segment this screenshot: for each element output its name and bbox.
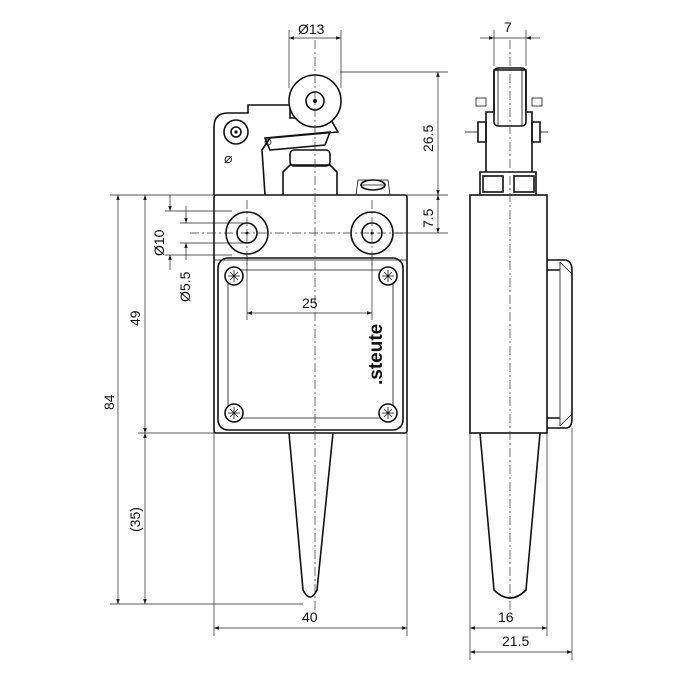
- cable-gland: [288, 432, 334, 598]
- dim-side-total-width: 21.5: [502, 633, 529, 649]
- dim-hole-diameter: Ø10: [151, 229, 167, 256]
- brand-logo: .steute: [366, 324, 387, 385]
- dim-total-length: 84: [101, 394, 117, 410]
- dim-bore-diameter: Ø5.5: [177, 271, 193, 302]
- dim-cable-length: (35): [127, 507, 143, 532]
- pivot: [223, 119, 249, 145]
- actuator-base: [282, 164, 338, 195]
- cover-screws: [224, 266, 398, 423]
- dim-side-width: 16: [498, 609, 514, 625]
- dimensions: Ø13 7 26.5 7.5 Ø10 Ø5.5 25: [101, 19, 573, 660]
- housing-outline: [213, 194, 408, 434]
- dim-roller-width: 7: [504, 19, 512, 35]
- dim-hole-spacing: 25: [302, 295, 318, 311]
- dim-roller-diameter: Ø13: [298, 21, 325, 37]
- dim-body-length: 49: [127, 310, 143, 326]
- front-view: ⌀ .steute: [190, 40, 408, 612]
- dim-actuator-height: 26.5: [420, 125, 436, 152]
- roller-lever: ⌀: [213, 74, 342, 196]
- dim-body-width: 40: [302, 609, 318, 625]
- cover-plate: [217, 257, 404, 431]
- side-view: [465, 40, 573, 612]
- dim-hole-offset: 7.5: [420, 208, 436, 228]
- ground-symbol: ⌀: [224, 150, 232, 166]
- side-housing: [469, 194, 548, 434]
